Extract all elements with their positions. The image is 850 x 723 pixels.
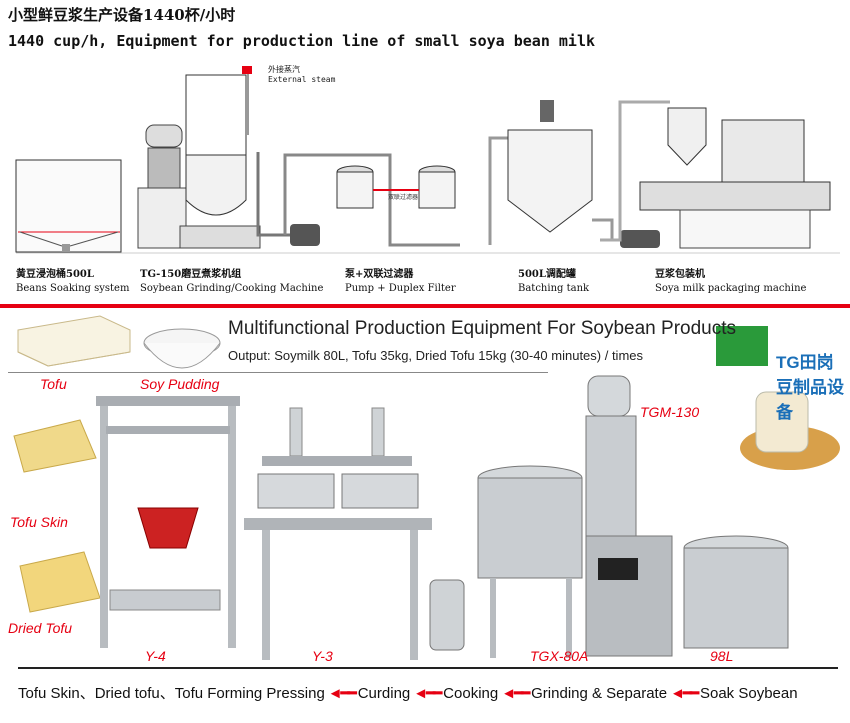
model-label-y3: Y-3 xyxy=(312,648,333,664)
product-label-tofu-skin: Tofu Skin xyxy=(10,514,68,530)
equipment-title: Multifunctional Production Equipment For… xyxy=(228,318,736,339)
title-underline xyxy=(8,372,548,373)
model-label-tgx80a: TGX-80A xyxy=(530,648,589,664)
equipment-illustration xyxy=(13,315,840,660)
title-english: 1440 cup/h, Equipment for production lin… xyxy=(8,32,595,50)
company-logo-text: TG田岗豆制品设备 xyxy=(776,353,844,422)
flow-arrow-icon: ◄━━ xyxy=(501,685,530,702)
equipment-output: Output: Soymilk 80L, Tofu 35kg, Dried To… xyxy=(228,348,644,363)
process-step-cooking: Cooking xyxy=(443,685,499,702)
process-step-grinding: Grinding & Separate xyxy=(531,685,668,702)
machine-caption-pump-filter: 泵+双联过滤器 Pump + Duplex Filter xyxy=(345,269,456,294)
machine-caption-packaging: 豆浆包装机 Soya milk packaging machine xyxy=(655,269,807,294)
machine-caption-grinding: TG-150磨豆煮浆机组 Soybean Grinding/Cooking Ma… xyxy=(140,269,324,294)
process-step-soak: Soak Soybean xyxy=(699,685,798,702)
model-label-tgm130: TGM-130 xyxy=(640,404,700,420)
product-label-soy-pudding: Soy Pudding xyxy=(140,376,220,392)
section-divider xyxy=(0,304,850,308)
machine-caption-soaking: 黄豆浸泡桶500L Beans Soaking system xyxy=(16,269,130,294)
process-step-curding: Curding xyxy=(357,685,411,702)
external-steam-label-cn: 外接蒸汽 xyxy=(268,65,300,74)
model-label-98l: 98L xyxy=(710,648,734,664)
product-label-tofu: Tofu xyxy=(40,376,67,392)
title-chinese: 小型鲜豆浆生产设备1440杯/小时 xyxy=(8,6,236,24)
flow-arrow-icon: ◄━━ xyxy=(327,685,357,702)
model-label-y4: Y-4 xyxy=(145,648,166,664)
flow-arrow-icon: ◄━━ xyxy=(413,685,442,702)
process-baseline xyxy=(18,667,838,669)
product-label-dried-tofu: Dried Tofu xyxy=(8,620,73,636)
production-line-section: 小型鲜豆浆生产设备1440杯/小时 1440 cup/h, Equipment … xyxy=(0,0,850,304)
flow-arrow-icon: ◄━━ xyxy=(670,685,699,702)
equipment-section: Tofu Soy Pudding Tofu Skin Dried Tofu Mu… xyxy=(0,308,850,723)
duplex-filter-tag: 双联过滤器 xyxy=(388,194,419,201)
process-flow: Tofu Skin、Dried tofu、Tofu Forming Pressi… xyxy=(18,682,848,703)
production-line-diagram xyxy=(15,66,840,254)
external-steam-label-en: External steam xyxy=(268,75,336,84)
process-step-pressing: Tofu Skin、Dried tofu、Tofu Forming Pressi… xyxy=(18,685,325,702)
machine-caption-batching: 500L调配罐 Batching tank xyxy=(518,269,590,294)
